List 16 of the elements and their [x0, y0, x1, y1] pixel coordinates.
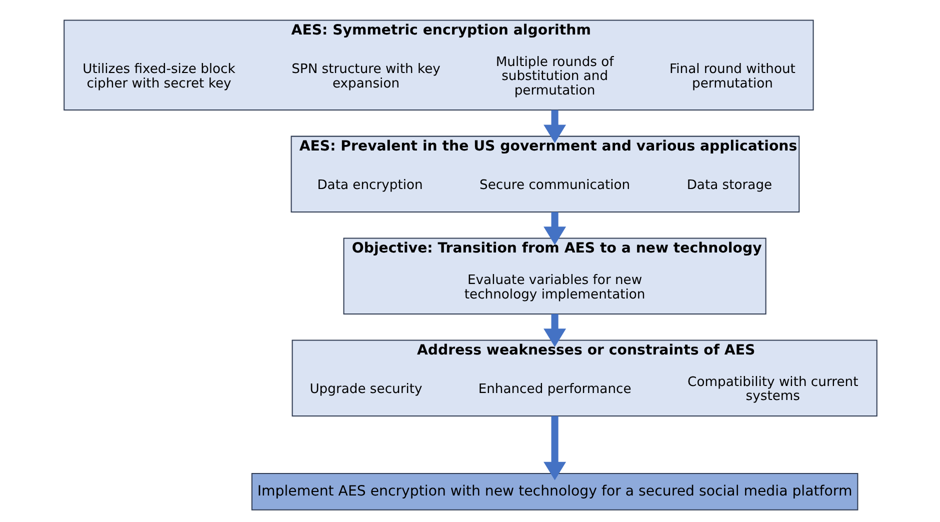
node-text: Compatibility with current systems [687, 375, 858, 404]
node-text: Data storage [686, 178, 772, 194]
node-text: Utilizes fixed-size block cipher with secret key [82, 62, 235, 92]
node-text: Data encryption [316, 178, 422, 194]
node-text: Final round without permutation [669, 62, 795, 92]
node-text: Upgrade security [309, 382, 422, 398]
arrow [543, 212, 566, 246]
node-text: Multiple rounds of substitution and permutation [495, 55, 614, 98]
node-text: Evaluate variables for new technology implementation [464, 273, 645, 302]
node-text: Enhanced performance [478, 382, 631, 398]
node-box: Implement AES encryption with new technology for a secured social media platform [250, 473, 858, 510]
arrow [543, 416, 566, 480]
node-text: SPN structure with key expansion [291, 62, 440, 92]
arrow [543, 110, 566, 144]
node-text: Secure communication [478, 178, 630, 194]
arrow [543, 314, 566, 348]
